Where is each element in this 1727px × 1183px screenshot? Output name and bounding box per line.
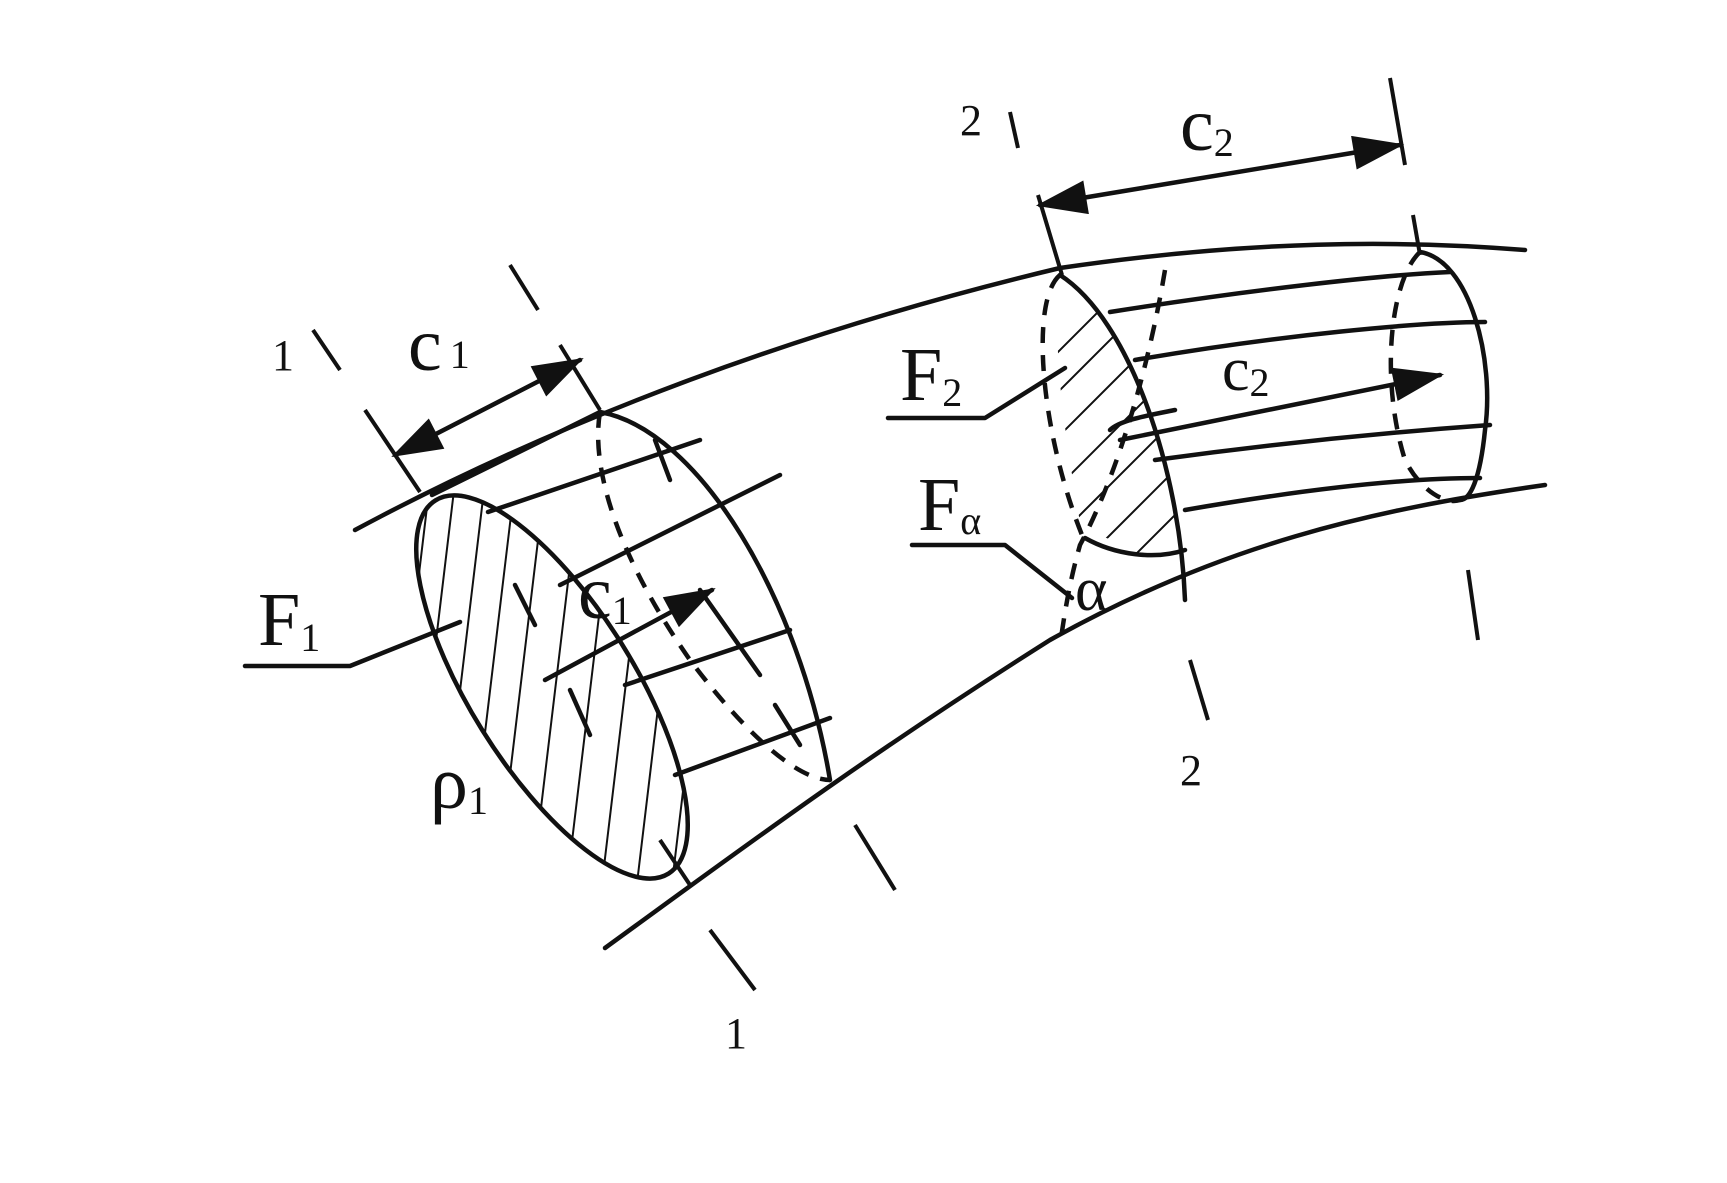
section2-axis-f — [1466, 569, 1480, 641]
label-alpha: α — [1075, 556, 1107, 624]
section2-streamlines — [1107, 269, 1493, 513]
c2-dimension-arrow — [1035, 135, 1405, 215]
c1-velocity-arrow — [542, 587, 716, 683]
label-section2-bottom: 2 — [1180, 746, 1202, 795]
section1-axis-a — [363, 408, 422, 494]
c2-velocity-arrow — [1117, 367, 1445, 443]
label-c2-arrow: c2 — [1222, 336, 1270, 405]
section1-axis-e — [853, 823, 897, 892]
section1-axis-d — [708, 928, 757, 992]
label-section1-top: 1 — [272, 331, 294, 380]
section1-axis-f — [658, 838, 692, 887]
label-F1: F1 — [258, 578, 320, 662]
section1-axis-top — [311, 328, 342, 372]
section2-axis-c — [1188, 659, 1210, 721]
section2-axis-e — [1411, 214, 1422, 256]
label-Falpha: Fα — [918, 463, 981, 547]
section2-exit-face — [1388, 249, 1490, 504]
section2-inclined-face — [1057, 269, 1188, 646]
label-rho1: ρ1 — [430, 741, 488, 825]
Falpha-leader — [909, 542, 1075, 601]
tube-lower-wall — [602, 482, 1548, 951]
label-F2: F2 — [900, 333, 962, 417]
F2-leader — [885, 365, 1068, 421]
label-c1-arrow: c1 — [578, 551, 632, 635]
c1-dimension-arrow — [391, 357, 584, 458]
label-section1-bottom: 1 — [725, 1009, 747, 1058]
label-section2-top: 2 — [960, 96, 982, 145]
F1-leader — [242, 619, 463, 669]
section1-axis-b — [508, 263, 540, 312]
section1-back-face — [595, 409, 833, 783]
section2-axis-d — [1388, 77, 1407, 166]
section1-axis-c — [558, 343, 602, 412]
label-c2-top: c2 — [1180, 83, 1234, 167]
section2-axis-a — [1008, 111, 1020, 149]
